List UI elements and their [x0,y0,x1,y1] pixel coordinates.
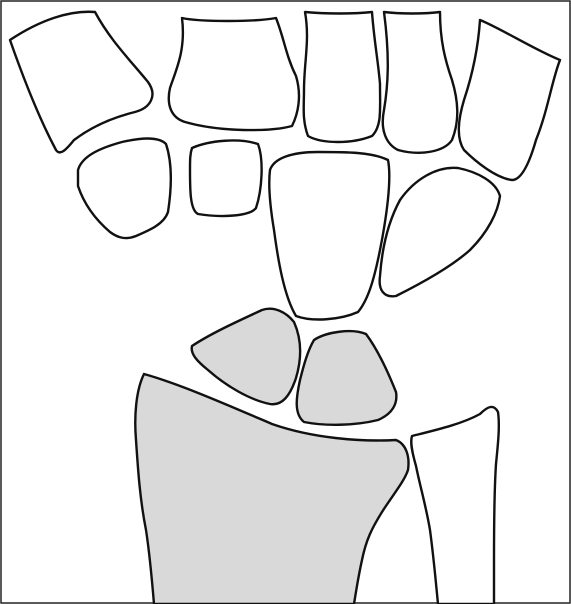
carpal-bone-hamate [380,168,500,296]
carpal-bone-scaphoid [192,309,301,405]
carpal-bone-lunate [297,331,397,425]
forearm-bone-ulna [411,407,499,604]
carpal-bone-trapezium [78,139,171,239]
metacarpal-bone-5 [459,20,560,180]
metacarpal-bone-3 [304,12,380,142]
metacarpal-bone-2 [169,18,299,130]
carpal-bone-capitate [269,152,389,319]
metacarpal-bone-4 [383,12,458,153]
metacarpal-bone-1 [10,12,152,153]
carpal-bone-trapezoid [190,141,262,216]
